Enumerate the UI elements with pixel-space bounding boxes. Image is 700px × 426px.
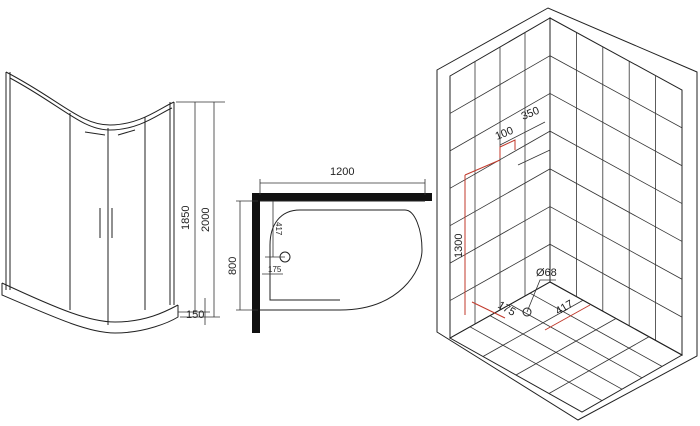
left-post xyxy=(5,72,11,290)
waste-height-1300: 1300 xyxy=(453,234,465,258)
tray-width: 1200 xyxy=(330,166,354,178)
room-outline xyxy=(436,7,698,421)
top-rail xyxy=(5,71,175,126)
back-wall xyxy=(252,193,432,201)
drain-diameter: Ø68 xyxy=(536,267,557,279)
left-wall-grout xyxy=(449,93,551,152)
tray-base xyxy=(1,283,179,334)
left-wall-grout xyxy=(449,55,551,114)
dim-100: 100 xyxy=(494,125,516,143)
floor-grout xyxy=(515,318,617,376)
floor-grout xyxy=(482,299,584,357)
sliding-arrow-icon xyxy=(84,129,136,136)
right-wall-grout xyxy=(549,93,683,167)
right-wall-grout xyxy=(549,206,683,280)
room-dimensions: 1300 100 350 Ø68 175 417 xyxy=(453,105,591,331)
right-wall-grout xyxy=(549,168,683,242)
shower-enclosure xyxy=(1,71,179,334)
height-2000: 2000 xyxy=(200,208,212,232)
side-wall xyxy=(252,193,260,333)
tray-height-150: 150 xyxy=(186,309,204,321)
left-wall-grout xyxy=(449,206,551,264)
tray-depth: 800 xyxy=(227,257,239,275)
floor xyxy=(448,281,684,413)
drain-175: 175 xyxy=(268,265,282,274)
floor-grout xyxy=(548,336,650,394)
door-handles xyxy=(99,208,113,238)
height-1850: 1850 xyxy=(180,206,192,230)
left-wall-grout xyxy=(449,130,551,189)
right-wall-grout xyxy=(549,55,683,129)
left-wall-grout xyxy=(449,168,551,227)
tray-plan: 1200 800 417 175 xyxy=(227,166,432,333)
right-post xyxy=(169,102,175,305)
door-panels xyxy=(69,113,146,325)
room-drain-icon xyxy=(522,307,532,317)
drain-417: 417 xyxy=(274,222,283,236)
tiled-room xyxy=(436,7,698,421)
dim-350: 350 xyxy=(520,105,542,123)
left-wall-grout xyxy=(449,243,551,301)
enclosure-dimensions: 1850 2000 150 xyxy=(176,101,225,325)
right-wall-grout xyxy=(549,243,683,318)
right-wall-grout xyxy=(549,130,683,204)
